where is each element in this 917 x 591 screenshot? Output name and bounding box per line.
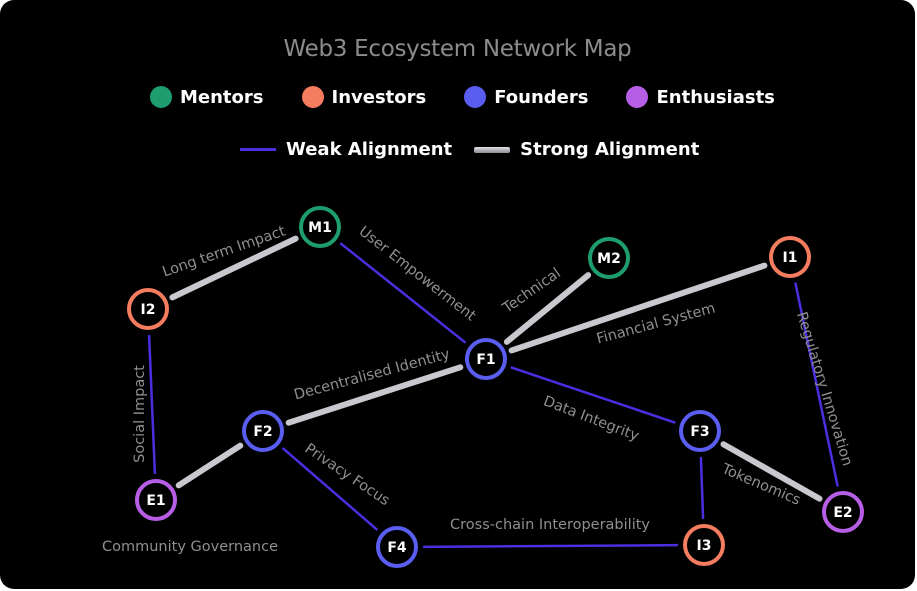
edge-m1-f1 xyxy=(339,242,467,344)
edge-e1-f2 xyxy=(175,442,244,489)
edge-label-community-governance: Community Governance xyxy=(102,539,278,555)
node-label-m1: M1 xyxy=(308,220,332,236)
legend-label-mentors: Mentors xyxy=(180,86,264,108)
line-legend: Weak Alignment Strong Alignment xyxy=(240,139,699,160)
legend-item-mentors: Mentors xyxy=(150,86,264,108)
edge-f1-f3 xyxy=(510,366,676,424)
edge-f4-i3 xyxy=(422,543,679,549)
node-label-e2: E2 xyxy=(833,505,852,521)
group-legend: Mentors Investors Founders Enthusiasts xyxy=(150,86,775,108)
weak-line-icon xyxy=(240,148,276,151)
node-circle-i1 xyxy=(769,236,811,278)
legend-item-enthusiasts: Enthusiasts xyxy=(626,86,775,108)
node-label-f1: F1 xyxy=(476,352,495,368)
node-f3[interactable]: F3 xyxy=(679,410,721,452)
node-m2[interactable]: M2 xyxy=(588,237,630,279)
legend-item-strong: Strong Alignment xyxy=(474,139,699,160)
node-m1[interactable]: M1 xyxy=(299,206,341,248)
enthusiasts-dot-icon xyxy=(626,86,649,108)
node-circle-m2 xyxy=(588,237,630,279)
node-e2[interactable]: E2 xyxy=(822,491,864,533)
map-title: Web3 Ecosystem Network Map xyxy=(283,36,632,62)
node-label-i3: I3 xyxy=(697,538,712,554)
edge-label-technical: Technical xyxy=(499,265,564,317)
strong-line-icon xyxy=(474,146,511,153)
edge-label-user-empowerment: User Empowerment xyxy=(356,224,479,325)
node-circle-e2 xyxy=(822,491,864,533)
legend-label-founders: Founders xyxy=(494,86,589,108)
founders-dot-icon xyxy=(464,86,487,108)
mentors-dot-icon xyxy=(150,86,172,108)
node-label-i1: I1 xyxy=(783,250,798,266)
node-circle-f4 xyxy=(376,526,418,568)
node-label-f4: F4 xyxy=(387,540,407,556)
node-label-f2: F2 xyxy=(253,424,272,440)
node-i3[interactable]: I3 xyxy=(683,524,725,566)
node-label-e1: E1 xyxy=(146,493,165,509)
edge-label-financial-system: Financial System xyxy=(595,300,717,347)
node-label-f3: F3 xyxy=(690,424,709,440)
edge-f3-e2 xyxy=(720,441,823,502)
edge-f3-i3 xyxy=(699,456,705,520)
node-circle-e1 xyxy=(135,479,177,521)
node-f4[interactable]: F4 xyxy=(376,526,418,568)
legend-label-weak: Weak Alignment xyxy=(286,139,453,160)
node-label-i2: I2 xyxy=(141,302,156,318)
node-circle-f3 xyxy=(679,410,721,452)
edge-i2-e1 xyxy=(147,334,157,475)
node-circle-f2 xyxy=(242,410,284,452)
node-circle-f1 xyxy=(465,338,507,380)
edge-f2-f4 xyxy=(282,447,378,531)
legend-item-weak: Weak Alignment xyxy=(240,139,452,160)
node-circle-i2 xyxy=(127,288,169,330)
edge-label-cross-chain-interoperability: Cross-chain Interoperability xyxy=(450,517,650,533)
legend-label-enthusiasts: Enthusiasts xyxy=(656,86,775,108)
edge-i1-e2 xyxy=(794,282,839,487)
legend-item-investors: Investors xyxy=(301,86,427,108)
node-i1[interactable]: I1 xyxy=(769,236,811,278)
investors-dot-icon xyxy=(301,86,324,108)
node-f2[interactable]: F2 xyxy=(242,410,284,452)
legend-label-strong: Strong Alignment xyxy=(520,139,700,160)
edge-f1-m2 xyxy=(503,272,592,345)
legend-item-founders: Founders xyxy=(464,86,588,108)
node-f1[interactable]: F1 xyxy=(465,338,507,380)
edge-label-data-integrity: Data Integrity xyxy=(541,393,641,444)
legend-label-investors: Investors xyxy=(331,86,427,108)
edge-f1-i1 xyxy=(508,262,768,354)
node-circle-i3 xyxy=(683,524,725,566)
node-label-m2: M2 xyxy=(597,251,621,267)
edge-i2-m1 xyxy=(169,235,299,301)
node-i2[interactable]: I2 xyxy=(127,288,169,330)
node-e1[interactable]: E1 xyxy=(135,479,177,521)
edge-label-social-impact: Social Impact xyxy=(132,365,148,463)
edge-f2-f1 xyxy=(285,364,464,426)
node-circle-m1 xyxy=(299,206,341,248)
edge-label-regulatory-innovation: Regulatory Innovation xyxy=(793,310,855,468)
